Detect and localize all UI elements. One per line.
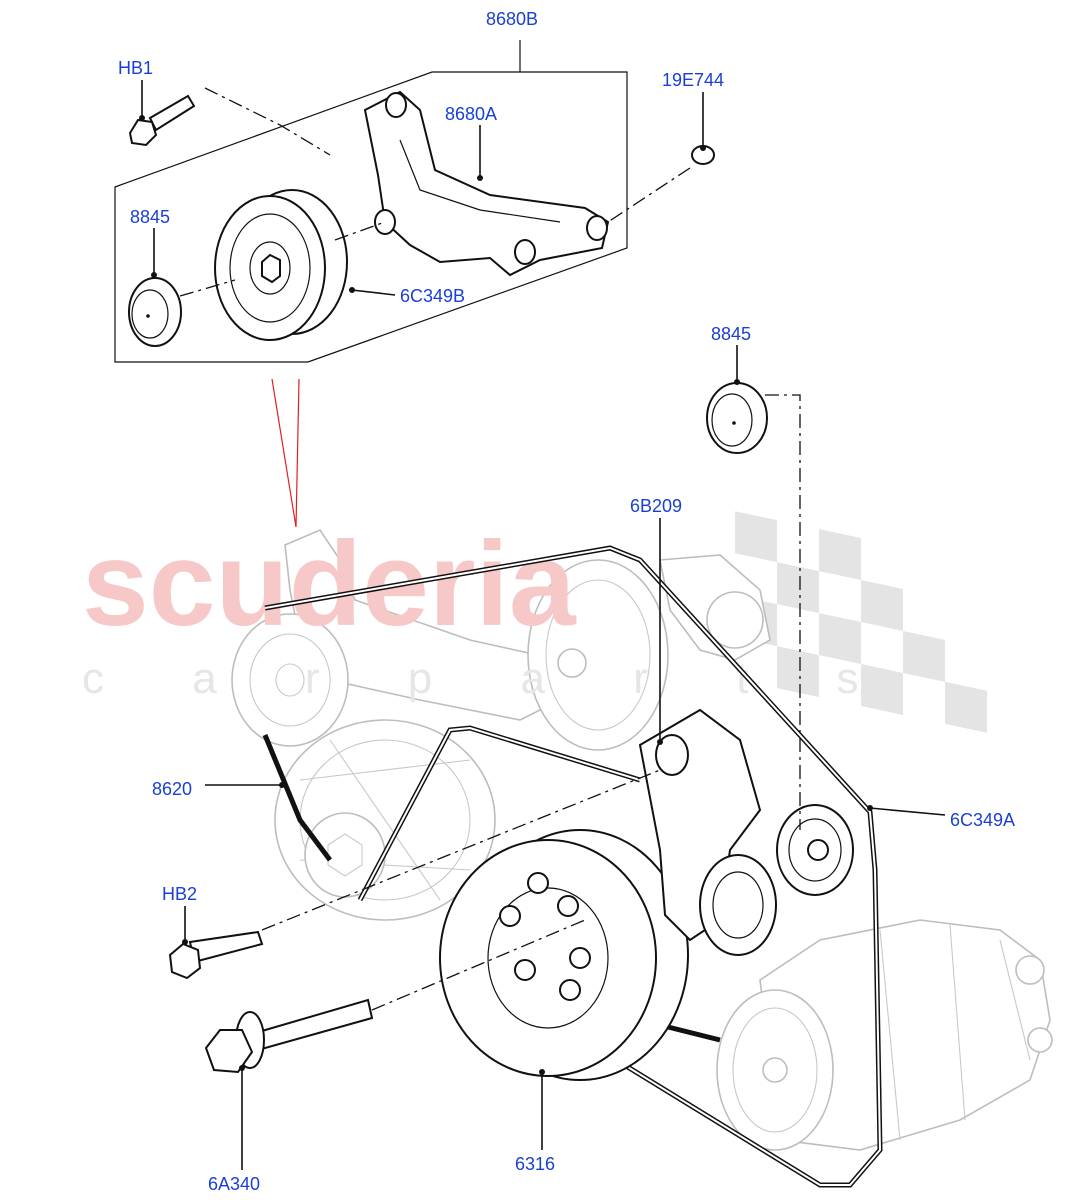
callout-19e744: 19E744 [662, 70, 724, 90]
dash-cap-right [765, 394, 801, 830]
belt-tensioner [638, 708, 777, 956]
callout-8845-upper: 8845 [130, 207, 170, 227]
bolt-hb2 [168, 930, 264, 980]
crank-pulley [439, 829, 689, 1081]
watermark-main: scuderia [82, 517, 577, 651]
drive-belt-8620 [262, 545, 883, 1188]
dash-cap-pulley [179, 279, 236, 297]
dash-hb2 [261, 769, 661, 931]
watermark-sub: c a r p a r t s [82, 654, 897, 703]
bolt-hb1 [128, 94, 196, 147]
pointer-lines [271, 378, 300, 528]
callout-labels: 8680B HB1 19E744 8680A 8845 6C349B 8845 … [118, 9, 1015, 1194]
idler-pulley-upper [214, 189, 348, 341]
dash-6a340 [371, 919, 586, 1011]
callout-8845-lower: 8845 [711, 324, 751, 344]
callout-6a340: 6A340 [208, 1174, 260, 1194]
watermark-checker [735, 511, 987, 733]
dash-19e744 [607, 167, 691, 223]
callout-6316: 6316 [515, 1154, 555, 1174]
engine-ghost [231, 529, 1053, 1151]
exploded-view-frame [114, 40, 628, 363]
dash-pulley-bracket [334, 221, 386, 241]
callout-hb2: HB2 [162, 884, 197, 904]
callout-hb1: HB1 [118, 58, 153, 78]
bolt-6a340 [204, 998, 374, 1074]
dash-hb1 [204, 87, 331, 156]
idler-pulley-lower [776, 804, 854, 896]
callout-6b209: 6B209 [630, 496, 682, 516]
bracket-8680a [363, 90, 610, 277]
leader-lines [139, 80, 946, 1170]
callout-6c349b: 6C349B [400, 286, 465, 306]
pulley-cap-right [706, 382, 768, 454]
pulley-cap-left [128, 277, 182, 347]
callout-8680a: 8680A [445, 104, 497, 124]
callout-6c349a: 6C349A [950, 810, 1015, 830]
callout-8680b: 8680B [486, 9, 538, 29]
callout-8620: 8620 [152, 779, 192, 799]
watermark: scuderia c a r p a r t s [82, 517, 897, 703]
